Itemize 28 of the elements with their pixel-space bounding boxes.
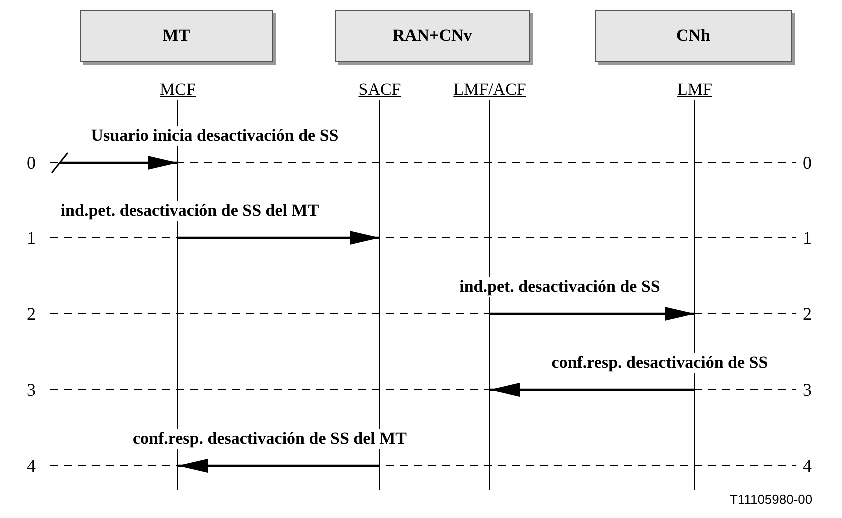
function-name: MCF (160, 80, 196, 100)
step-number: 1 (803, 228, 812, 248)
step-number: 1 (27, 228, 36, 248)
step-number: 3 (803, 380, 812, 400)
function-name: LMF (678, 80, 712, 100)
message-arrow (490, 383, 695, 397)
message-arrow (490, 307, 695, 321)
step-number: 3 (27, 380, 36, 400)
function-name: SACF (358, 80, 402, 100)
step-number: 0 (27, 153, 36, 173)
figure-code: T11105980-00 (730, 492, 813, 507)
entity-box: RAN+CNv (335, 10, 530, 62)
step-number: 4 (27, 456, 36, 476)
message-arrow (51, 152, 178, 174)
step-number: 2 (27, 304, 36, 324)
message-arrow (178, 231, 380, 245)
message-label: conf.resp. desactivación de SS (550, 353, 770, 373)
message-label: ind.pet. desactivación de SS del MT (60, 201, 320, 221)
entity-box: CNh (595, 10, 792, 62)
message-label: Usuario inicia desactivación de SS (90, 126, 340, 146)
message-label: conf.resp. desactivación de SS del MT (132, 429, 408, 449)
step-number: 4 (803, 456, 812, 476)
step-number: 2 (803, 304, 812, 324)
function-name: LMF/ACF (454, 80, 526, 100)
message-label: ind.pet. desactivación de SS (458, 277, 662, 297)
message-arrow (178, 459, 380, 473)
step-number: 0 (803, 153, 812, 173)
entity-box: MT (80, 10, 273, 62)
